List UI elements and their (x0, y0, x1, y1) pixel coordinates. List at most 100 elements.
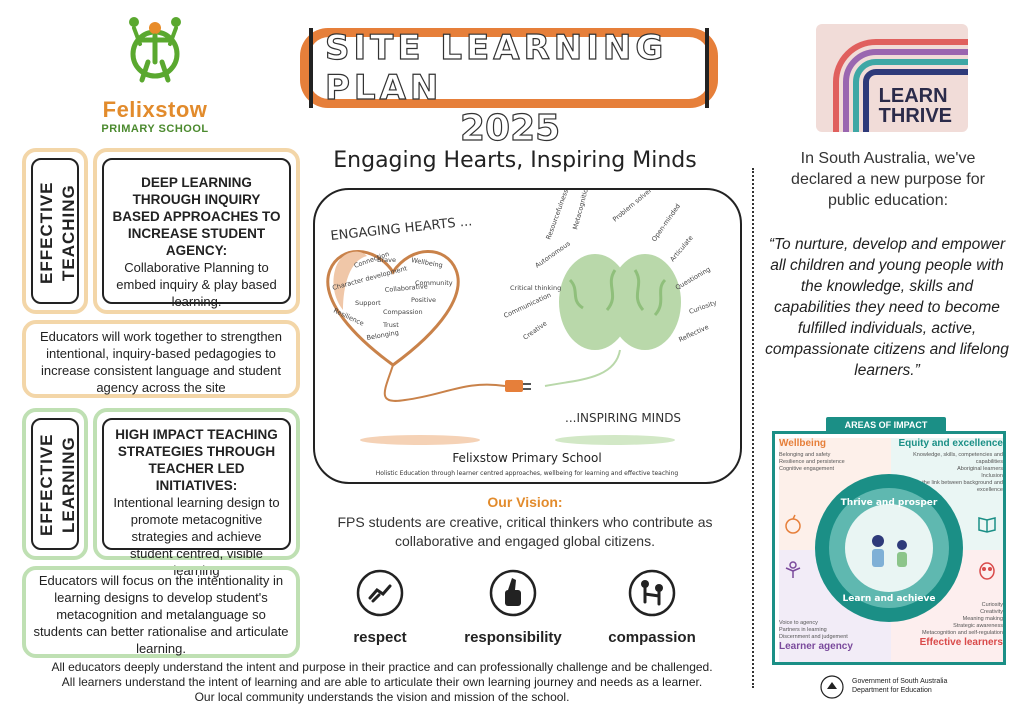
effective-learning-label-box: EFFECTIVE LEARNING (22, 408, 88, 560)
plan-year: 2025 (459, 107, 561, 149)
apple-icon (785, 514, 801, 534)
purpose-quote: “To nurture, develop and empower all chi… (765, 236, 1009, 379)
learn-text: LEARN (878, 85, 948, 107)
areas-of-impact-diagram: Wellbeing Belonging and safety Resilienc… (772, 431, 1006, 665)
brain-word: Critical thinking (510, 284, 561, 292)
agency-title: Learner agency (779, 641, 853, 652)
brain-word: Reflective (677, 323, 709, 344)
effective-teaching-focus-box: DEEP LEARNING THROUGH INQUIRY BASED APPR… (93, 148, 300, 314)
brain-word: Open-minded (650, 202, 682, 243)
heart-word: Brave (377, 256, 396, 264)
effective-teaching-heading: DEEP LEARNING THROUGH INQUIRY BASED APPR… (112, 175, 281, 258)
agency-item: Discernment and judgement (779, 634, 848, 640)
heart-word: Collaborative (384, 282, 428, 294)
person-icon (785, 561, 801, 578)
brain-word: Resourcefulness (544, 190, 570, 241)
wellbeing-item: Resilience and persistence (779, 459, 845, 465)
heart-word: Belonging (366, 328, 399, 342)
effective-item: Strategic awareness (953, 623, 1003, 629)
thrive-text: Thrive and prosper (841, 498, 938, 508)
effective-teaching-body: Collaborative Planning to embed inquiry … (116, 260, 277, 309)
government-name: Government of South Australia (852, 678, 948, 685)
effective-learning-detail-box: Educators will focus on the intentionali… (22, 566, 300, 658)
state-crest-icon (820, 675, 844, 699)
heart-word: Positive (411, 296, 436, 304)
heart-word: Support (355, 299, 381, 307)
children-figures-icon (129, 17, 181, 83)
equity-item: Breaking the link between background and… (899, 480, 1003, 493)
value-responsibility: responsibility (453, 568, 573, 646)
footer-statements: All educators deeply understand the inte… (20, 660, 744, 705)
equity-item: Inclusion (981, 473, 1003, 479)
brain-word: Questioning (674, 265, 712, 291)
value-label-respect: respect (353, 629, 407, 646)
brain-word: Articulate (668, 234, 694, 263)
card-caption: Holistic Education through learner centr… (376, 470, 679, 477)
column-divider (752, 168, 754, 688)
vision-title: Our Vision: (487, 494, 563, 510)
value-label-responsibility: responsibility (464, 629, 562, 646)
effective-item: Meaning making (962, 616, 1003, 622)
department-name: Department for Education (852, 687, 932, 694)
effective-learning-focus-box: HIGH IMPACT TEACHING STRATEGIES THROUGH … (93, 408, 300, 578)
rainbow-arcs-icon (833, 39, 968, 132)
thrive-text: THRIVE (878, 105, 952, 127)
footer-line: All educators deeply understand the inte… (51, 660, 713, 674)
effective-learning-detail: Educators will focus on the intentionali… (33, 573, 289, 656)
effective-teaching-label-1: EFFECTIVE (37, 181, 56, 285)
heart-word: Trust (382, 321, 399, 329)
brain-word: Problem solver (611, 190, 653, 224)
footer-line: Our local community understands the visi… (194, 690, 570, 704)
wellbeing-item: Cognitive engagement (779, 466, 835, 472)
effective-teaching-detail-box: Educators will work together to strength… (22, 320, 300, 398)
wellbeing-item: Belonging and safety (779, 452, 831, 458)
effective-item: Creativity (980, 609, 1003, 615)
agency-item: Partners in learning (779, 627, 827, 633)
book-icon (978, 517, 996, 533)
footer-line: All learners understand the intent of le… (61, 675, 703, 689)
hearts-title: ENGAGING HEARTS ... (330, 214, 473, 244)
helping-hand-icon (628, 569, 676, 617)
school-logo: Felixstow PRIMARY SCHOOL (90, 10, 220, 135)
logo-name: Felixstow (102, 97, 208, 122)
brain-word: Curiosity (688, 298, 718, 315)
equity-item: Knowledge, skills, competencies and capa… (913, 452, 1003, 465)
effective-item: Curiosity (981, 602, 1003, 608)
handshake-icon (356, 569, 404, 617)
effective-learners-title: Effective learners (919, 637, 1003, 648)
effective-teaching-detail: Educators will work together to strength… (39, 329, 283, 395)
equity-title: Equity and excellence (898, 438, 1004, 449)
title-banner: SITE LEARNING PLAN (300, 27, 718, 109)
value-respect: respect (320, 568, 440, 646)
brain-word: Communication (502, 291, 552, 320)
thrive-rings: Thrive and prosper Learn and achieve (815, 474, 963, 622)
motto: Engaging Hearts, Inspiring Minds (333, 148, 697, 173)
heart-word: Community (415, 279, 453, 287)
page-title: SITE LEARNING PLAN (309, 27, 709, 109)
wellbeing-title: Wellbeing (779, 438, 827, 449)
heart-word: Wellbeing (411, 256, 444, 269)
logo-subtitle: PRIMARY SCHOOL (101, 123, 209, 135)
owl-icon (979, 562, 995, 580)
effective-learning-label-2: LEARNING (59, 436, 78, 534)
effective-teaching-label-box: EFFECTIVE TEACHING (22, 148, 88, 314)
effective-item: Metacognition and self-regulation (921, 630, 1003, 636)
learn-and-thrive-logo: LEARN THRIVE (816, 24, 968, 132)
effective-teaching-label-2: TEACHING (59, 184, 78, 282)
effective-learning-heading: HIGH IMPACT TEACHING STRATEGIES THROUGH … (115, 427, 278, 493)
minds-title: ...INSPIRING MINDS (565, 411, 681, 425)
areas-of-impact-heading: AREAS OF IMPACT (826, 417, 946, 433)
purpose-statement: In South Australia, we've declared a new… (791, 150, 985, 209)
learn-achieve-text: Learn and achieve (843, 594, 936, 604)
effective-learning-label-1: EFFECTIVE (37, 433, 56, 537)
agency-item: Voice to agency (779, 620, 818, 626)
thumbs-up-icon (489, 569, 537, 617)
brain-word: Creative (522, 319, 549, 341)
value-label-compassion: compassion (608, 629, 696, 646)
equity-item: Aboriginal learners (957, 466, 1003, 472)
brain-word: Metacognition (571, 190, 591, 231)
card-school-name: Felixstow Primary School (452, 451, 601, 465)
vision-text: FPS students are creative, critical thin… (337, 514, 713, 549)
